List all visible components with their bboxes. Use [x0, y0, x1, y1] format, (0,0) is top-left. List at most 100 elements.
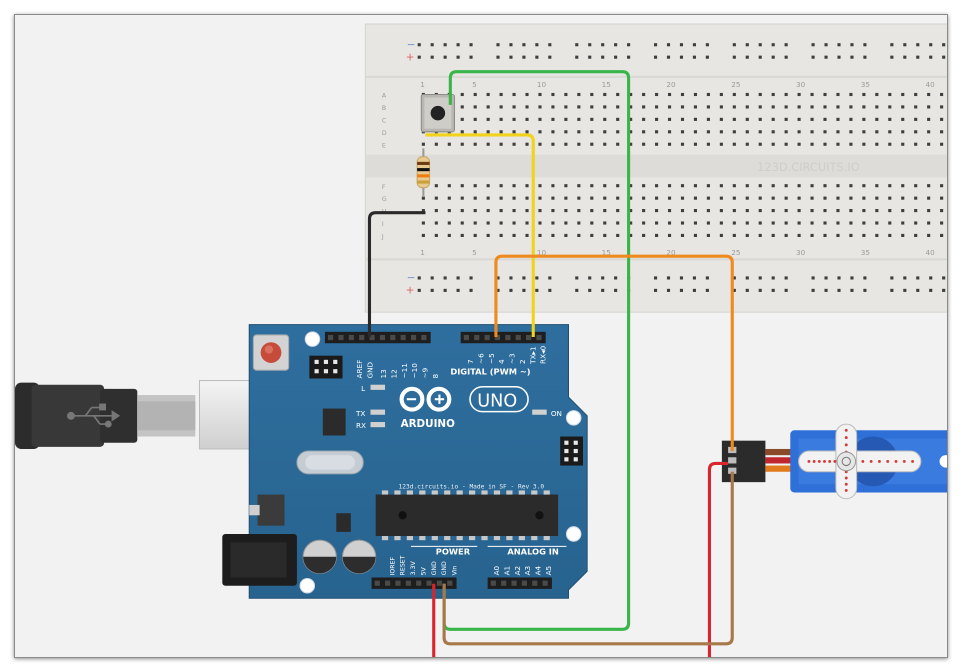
analog-pin-label: A0	[492, 565, 501, 575]
digital-pin-label: ~5	[487, 353, 496, 364]
digital-pin-label: 8	[431, 373, 440, 378]
servo-motor[interactable]	[721, 423, 948, 500]
row-letter: B	[382, 105, 386, 112]
power-header-title: POWER	[436, 547, 471, 557]
digital-pin-label: ~10	[410, 363, 419, 379]
board-info-text: 123d.circuits.io - Made in SF - Rev 3.0	[398, 483, 544, 490]
digital-pin-label: TX▸1	[528, 346, 537, 365]
column-number: 20	[666, 248, 676, 257]
rail-minus-bottom: −	[407, 272, 416, 284]
row-letter: C	[382, 117, 386, 124]
column-number: 25	[731, 248, 740, 257]
analog-header-title: ANALOG IN	[507, 547, 559, 557]
power-pin-label: 3.3V	[410, 561, 417, 576]
digital-pin-label: RX◂0	[539, 345, 548, 364]
column-number: 40	[926, 80, 936, 89]
mounting-hole	[565, 410, 582, 426]
usb-icon	[67, 403, 121, 428]
mounting-hole	[304, 331, 321, 347]
breadboard-watermark: 123D.CIRCUITS.IO	[757, 160, 860, 174]
power-pin-label: GND	[441, 561, 448, 575]
wire-orange[interactable]	[494, 254, 734, 452]
led-tx-label: TX	[355, 409, 365, 418]
column-number: 15	[602, 248, 611, 257]
led-rx-label: RX	[356, 421, 366, 430]
power-header	[371, 577, 457, 589]
digital-pin-label: 4	[497, 359, 506, 364]
column-number: 35	[861, 80, 870, 89]
column-number: 5	[472, 248, 477, 257]
column-number: 30	[796, 80, 806, 89]
row-letter: E	[382, 142, 386, 149]
digital-pin-label: 7	[466, 359, 475, 364]
power-pin-label: GND	[431, 561, 438, 575]
row-letter: J	[381, 234, 384, 241]
mounting-hole	[299, 578, 316, 594]
row-letter: D	[382, 130, 387, 137]
power-pin-label: IOREF	[389, 556, 396, 575]
power-pin-label: RESET	[400, 555, 407, 575]
infinity-logo-icon	[399, 386, 452, 412]
digital-header-right	[460, 331, 546, 344]
led-l-label: L	[361, 384, 365, 393]
digital-pin-label: ~3	[508, 353, 517, 364]
reset-button[interactable]	[252, 334, 290, 371]
wire-brown[interactable]	[442, 471, 734, 646]
analog-header	[487, 577, 552, 589]
digital-header-title: DIGITAL (PWM ~)	[450, 366, 530, 376]
column-number: 10	[537, 80, 547, 89]
column-number: 15	[602, 80, 611, 89]
rail-plus-top: +	[406, 51, 415, 63]
digital-pin-label: 2	[518, 359, 527, 364]
usb-cable[interactable]	[15, 380, 263, 450]
digital-pin-label: ~9	[421, 367, 430, 378]
rail-plus-bottom: +	[406, 284, 415, 296]
arduino-uno-board[interactable]: 123d.circuits.io - Made in SF - Rev 3.0 …	[222, 324, 588, 599]
column-number: 20	[666, 80, 676, 89]
digital-pin-label: 13	[379, 369, 388, 379]
resistor[interactable]	[416, 148, 431, 197]
push-button[interactable]	[420, 93, 455, 133]
wire-yellow[interactable]	[425, 133, 535, 338]
analog-pin-label: A3	[523, 565, 532, 575]
digital-pin-label: ~11	[400, 363, 409, 378]
wires[interactable]	[367, 70, 734, 658]
analog-pin-label: A4	[533, 565, 542, 575]
wire-black[interactable]	[367, 211, 426, 338]
analog-pin-label: A2	[513, 566, 522, 576]
row-letter: A	[382, 93, 387, 100]
digital-pin-label: 12	[389, 369, 398, 378]
column-number: 1	[420, 80, 425, 89]
analog-pin-label: A5	[544, 566, 553, 576]
row-letter: I	[382, 221, 384, 228]
rail-minus-top: −	[407, 39, 416, 51]
power-pin-label: 5V	[420, 566, 427, 575]
column-number: 25	[731, 80, 740, 89]
row-letter: F	[382, 184, 386, 191]
power-pin-label: Vin	[452, 566, 459, 576]
mounting-hole	[565, 526, 582, 542]
digital-pin-label: GND	[366, 361, 375, 378]
uno-model-text: UNO	[477, 391, 517, 411]
breadboard-holes	[417, 43, 946, 292]
digital-header-left	[324, 331, 431, 344]
column-number: 35	[861, 248, 870, 257]
digital-pin-label: AREF	[355, 360, 364, 379]
column-number: 5	[472, 80, 477, 89]
led-on-label: ON	[551, 409, 562, 418]
digital-pin-label: ~6	[476, 353, 485, 364]
wire-red[interactable]	[432, 461, 729, 658]
atmega-chip	[375, 490, 559, 541]
column-number: 30	[796, 248, 806, 257]
column-number: 1	[420, 248, 425, 257]
analog-pin-label: A1	[502, 566, 511, 576]
wire-green[interactable]	[442, 70, 631, 631]
row-letter: G	[382, 196, 387, 203]
